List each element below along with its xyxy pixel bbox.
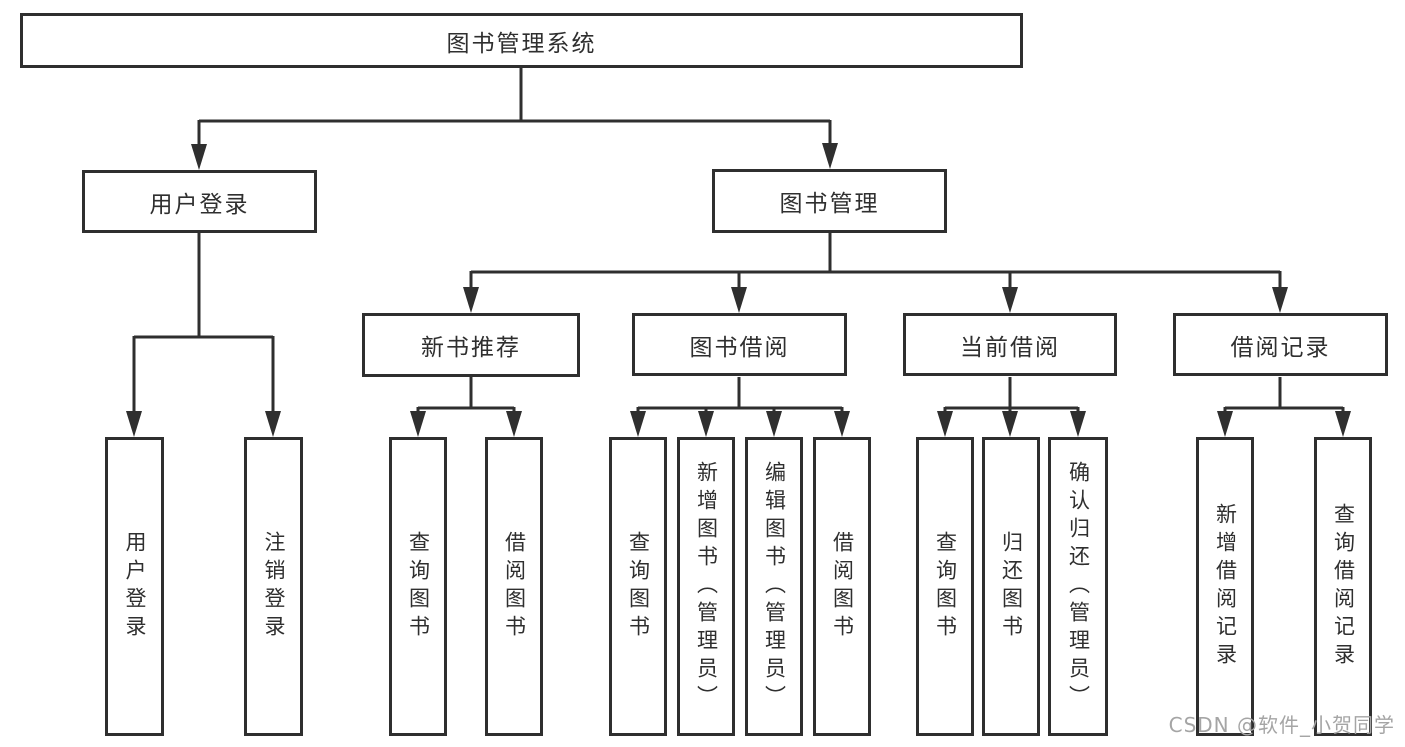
leaf-current-confirm-return-admin: 确认归还（管理员） (1048, 437, 1108, 736)
node-book-management-label: 图书管理 (779, 191, 880, 217)
leaf-newbook-query-books: 查询图书 (389, 437, 447, 736)
node-borrow-records: 借阅记录 (1173, 313, 1388, 376)
node-book-borrowing-label: 图书借阅 (689, 334, 790, 361)
leaf-newbook-borrow-books-label: 借阅图书 (502, 530, 527, 643)
leaf-borrowing-query-books-label: 查询图书 (626, 530, 651, 643)
node-root-system: 图书管理系统 (20, 13, 1023, 68)
leaf-borrowing-add-books-admin: 新增图书（管理员） (677, 437, 735, 736)
node-current-borrowing: 当前借阅 (903, 313, 1117, 376)
leaf-newbook-query-books-label: 查询图书 (406, 530, 431, 643)
leaf-user-login: 用户登录 (105, 437, 164, 736)
leaf-logout: 注销登录 (244, 437, 303, 736)
node-borrow-records-label: 借阅记录 (1230, 334, 1331, 361)
leaf-records-add-borrow-record: 新增借阅记录 (1196, 437, 1254, 736)
node-new-book-recommend-label: 新书推荐 (421, 335, 521, 361)
arrow-down-icons (126, 143, 1351, 437)
node-user-login: 用户登录 (82, 170, 317, 233)
node-user-login-label: 用户登录 (149, 191, 250, 218)
leaf-logout-label: 注销登录 (262, 530, 286, 643)
leaf-current-return-books-label: 归还图书 (999, 530, 1024, 643)
leaf-user-login-label: 用户登录 (123, 530, 147, 643)
node-new-book-recommend: 新书推荐 (362, 313, 580, 377)
leaf-borrowing-edit-books-admin: 编辑图书（管理员） (745, 437, 803, 736)
leaf-borrowing-query-books: 查询图书 (609, 437, 667, 736)
node-root-label: 图书管理系统 (446, 30, 597, 57)
csdn-watermark: CSDN @软件_小贺同学 (1168, 713, 1395, 737)
leaf-current-query-books: 查询图书 (916, 437, 974, 736)
leaf-borrowing-edit-books-admin-label: 编辑图书（管理员） (762, 460, 787, 713)
leaf-current-query-books-label: 查询图书 (933, 530, 958, 643)
leaf-current-confirm-return-admin-label: 确认归还（管理员） (1066, 460, 1091, 713)
leaf-current-return-books: 归还图书 (982, 437, 1040, 736)
leaf-borrowing-add-books-admin-label: 新增图书（管理员） (694, 460, 719, 713)
leaf-records-query-borrow-record: 查询借阅记录 (1314, 437, 1372, 736)
leaf-records-query-borrow-record-label: 查询借阅记录 (1331, 502, 1356, 671)
leaf-borrowing-borrow-books-label: 借阅图书 (830, 530, 855, 643)
node-current-borrowing-label: 当前借阅 (960, 334, 1060, 361)
leaf-newbook-borrow-books: 借阅图书 (485, 437, 543, 736)
leaf-borrowing-borrow-books: 借阅图书 (813, 437, 871, 736)
leaf-records-add-borrow-record-label: 新增借阅记录 (1213, 502, 1238, 671)
node-book-borrowing: 图书借阅 (632, 313, 847, 376)
node-book-management: 图书管理 (712, 169, 947, 233)
